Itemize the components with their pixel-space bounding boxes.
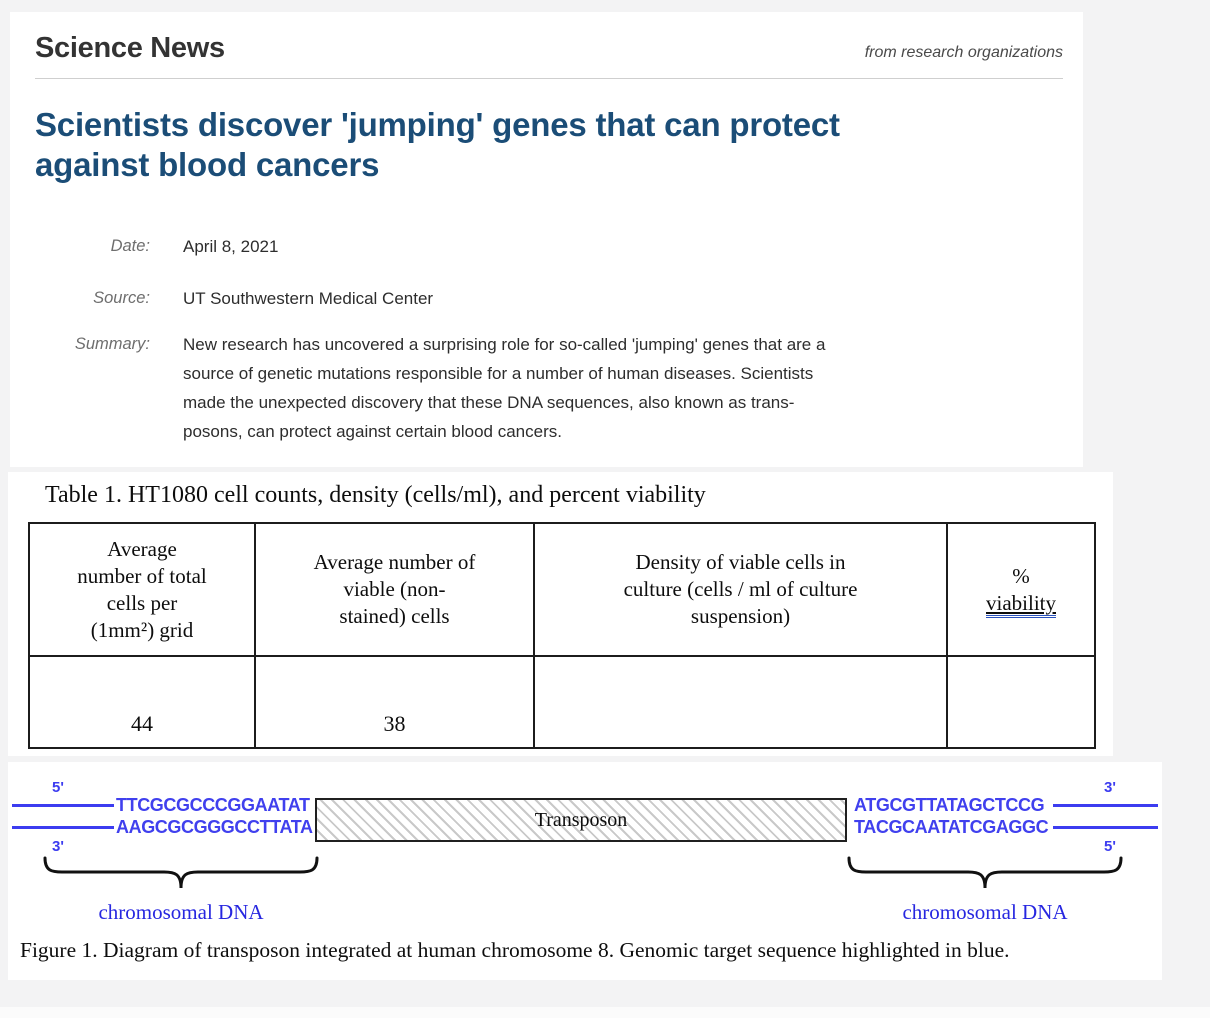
header-line: Density of viable cells in: [635, 550, 846, 574]
brace-left: [43, 856, 319, 889]
percent-sign: %: [1012, 563, 1030, 588]
header-line: viable (non-: [343, 577, 446, 601]
header-line: cells per: [106, 590, 178, 615]
meta-row-date: Date: April 8, 2021: [10, 232, 1063, 261]
headline-line: Scientists discover 'jumping' genes that…: [35, 106, 840, 143]
sequence-top-strand: TTCGCGCCCGGAATAT: [116, 795, 310, 815]
three-prime-label-right: 3': [1104, 779, 1116, 796]
table-header-row: Average number of total cells per (1mm²)…: [28, 522, 1096, 657]
brace-right: [847, 856, 1123, 889]
site-tagline: from research organizations: [864, 44, 1063, 61]
header-divider: [35, 78, 1063, 79]
sequence-bottom-strand: TACGCAATATCGAGGC: [854, 816, 1049, 837]
summary-line: made the unexpected discovery that these…: [183, 393, 795, 412]
five-prime-label-right: 5': [1104, 838, 1116, 855]
date-label: Date:: [110, 237, 150, 255]
header-line: stained) cells: [339, 604, 450, 628]
summary-line: source of genetic mutations responsible …: [183, 364, 814, 383]
dna-strand-line-top-left: [12, 804, 114, 807]
dna-strand-line-bottom-right: [1053, 826, 1158, 829]
table-cell-viability: [946, 655, 1096, 749]
column-header-viability: % viability: [946, 522, 1096, 657]
date-value: April 8, 2021: [183, 237, 279, 256]
article-headline: Scientists discover 'jumping' genes that…: [35, 105, 1035, 185]
article-header: Science News from research organizations: [35, 32, 1063, 65]
table-cell-density: [533, 655, 948, 749]
source-value: UT Southwestern Medical Center: [183, 289, 434, 308]
column-header-total-cells: Average number of total cells per (1mm²)…: [28, 522, 256, 657]
transposon-box: Transposon: [315, 798, 847, 842]
summary-label: Summary:: [74, 335, 150, 353]
site-brand: Science News: [35, 32, 225, 64]
table-cell-viable-cells: 38: [254, 655, 535, 749]
figure-card: 5' 3' 3' 5' TTCGCGCCCGGAATAT AAGCGCGGGCC…: [8, 762, 1162, 980]
summary-line: posons, can protect against certain bloo…: [183, 422, 562, 441]
article-card: Science News from research organizations…: [10, 12, 1083, 467]
transposon-label: Transposon: [534, 808, 628, 831]
viability-underlined-word: viability: [986, 590, 1056, 618]
table-title: Table 1. HT1080 cell counts, density (ce…: [45, 482, 706, 508]
genomic-sequence-right: ATGCGTTATAGCTCCG TACGCAATATCGAGGC: [854, 795, 1049, 838]
header-line: number of total: [77, 563, 207, 588]
table-cell-total-cells: 44: [28, 655, 256, 749]
headline-line: against blood cancers: [35, 146, 380, 183]
genomic-sequence-left: TTCGCGCCCGGAATAT AAGCGCGGGCCTTATA: [116, 795, 313, 838]
summary-value: New research has uncovered a surprising …: [183, 330, 1063, 446]
dna-strand-line-top-right: [1053, 804, 1158, 807]
sequence-bottom-strand: AAGCGCGGGCCTTATA: [116, 816, 313, 837]
summary-line: New research has uncovered a surprising …: [183, 335, 826, 354]
meta-row-summary: Summary: New research has uncovered a su…: [10, 330, 1063, 446]
header-line: suspension): [690, 604, 791, 628]
table-data-row: 44 38: [28, 655, 1096, 749]
bottom-strip: [0, 1007, 1210, 1018]
table-card: Table 1. HT1080 cell counts, density (ce…: [8, 472, 1113, 756]
header-line: Average number of: [313, 550, 476, 574]
chromosomal-dna-label-left: chromosomal DNA: [98, 900, 264, 924]
chromosomal-dna-label-right: chromosomal DNA: [902, 900, 1068, 924]
three-prime-label-left: 3': [52, 838, 64, 855]
header-line: (1mm²) grid: [90, 617, 194, 642]
column-header-viable-cells: Average number of viable (non- stained) …: [254, 522, 535, 657]
column-header-density: Density of viable cells in culture (cell…: [533, 522, 948, 657]
sequence-top-strand: ATGCGTTATAGCTCCG: [854, 795, 1045, 815]
header-line: Average: [107, 536, 177, 561]
five-prime-label-left: 5': [52, 779, 64, 796]
figure-caption: Figure 1. Diagram of transposon integrat…: [20, 938, 1010, 962]
meta-row-source: Source: UT Southwestern Medical Center: [10, 284, 1063, 313]
source-label: Source:: [93, 289, 150, 307]
cell-counts-table: Average number of total cells per (1mm²)…: [28, 522, 1096, 749]
header-line: culture (cells / ml of culture: [623, 577, 858, 601]
dna-strand-line-bottom-left: [12, 826, 114, 829]
